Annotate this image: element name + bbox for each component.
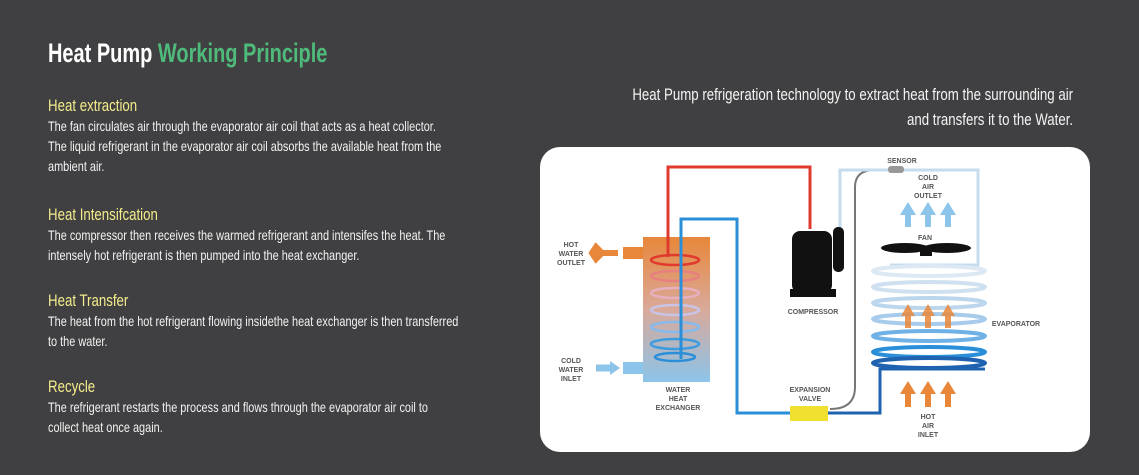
section-text-line: The refrigerant restarts the process and… [48,399,428,415]
compressor-icon [790,227,844,297]
section-text-line: The compressor then receives the warmed … [48,227,446,243]
cold-air-outlet-label: OUTLET [914,193,943,200]
sensor-label: SENSOR [887,158,917,165]
intro-line: Heat Pump refrigeration technology to ex… [632,85,1073,104]
hot-refrigerant-pipe [666,165,812,257]
heat-pump-diagram: HOT WATER OUTLET COLD WATER INLET WATER … [557,158,1040,439]
cold-water-inlet-label: WATER [559,367,584,374]
page-title: Heat Pump Working Principle [48,38,327,69]
cold-refrigerant-pipe [679,217,790,415]
cold-water-inlet-label: COLD [561,358,581,365]
fan-icon [881,243,971,256]
tank-coils [649,253,701,363]
cold-air-arrows-icon [900,202,956,227]
hot-air-inlet-label: HOT [921,414,937,421]
section-text-line: intensely hot refrigerant is then pumped… [48,247,360,263]
hot-air-inlet-label: AIR [922,423,934,430]
water-heat-exchanger-label: EXCHANGER [656,405,701,412]
sensor-icon [888,166,904,173]
water-heat-exchanger-label: WATER [666,387,691,394]
section-text-line: The liquid refrigerant in the evaporator… [48,138,442,154]
expansion-valve-label: EXPANSION [790,387,831,394]
cold-water-inlet-pipe [623,362,643,374]
section-heading: Recycle [48,377,96,396]
hot-water-outlet-label: WATER [559,251,584,258]
title-part1: Heat Pump [48,38,153,68]
title-part2: Working Principle [157,38,328,68]
section-text-line: The fan circulates air through the evapo… [48,118,436,134]
evaporator-label: EVAPORATOR [992,321,1040,328]
hot-air-inlet-label: INLET [918,432,939,439]
section-heading: Heat Transfer [48,291,129,310]
intro-line: and transfers it to the Water. [906,110,1073,129]
section-heat-intensification: Heat Intensifcation The compressor then … [48,205,557,265]
section-heading: Heat Intensifcation [48,205,158,224]
cold-water-inlet-label: INLET [561,376,582,383]
section-heading: Heat extraction [48,96,138,115]
intro-text: Heat Pump refrigeration technology to ex… [508,82,1073,132]
expansion-valve-icon [790,406,828,421]
compressor-label: COMPRESSOR [788,309,839,316]
cold-air-outlet-label: AIR [922,184,934,191]
cold-air-outlet-label: COLD [918,175,938,182]
hot-water-arrow-icon [588,242,618,264]
warm-air-arrows-icon [901,304,955,328]
section-text-line: to the water. [48,333,108,349]
section-heat-extraction: Heat extraction The fan circulates air t… [48,96,552,176]
section-text-line: The heat from the hot refrigerant flowin… [48,313,459,329]
section-heat-transfer: Heat Transfer The heat from the hot refr… [48,291,574,351]
diagram-panel: HOT WATER OUTLET COLD WATER INLET WATER … [540,147,1090,452]
hot-air-arrows-icon [900,381,956,407]
section-text-line: ambient air. [48,158,105,174]
hot-water-outlet-label: HOT [564,242,580,249]
hot-water-outlet-pipe [623,247,643,259]
arrowhead-icon [610,361,620,375]
fan-label: FAN [918,235,932,242]
section-text-line: collect heat once again. [48,419,163,435]
hot-water-outlet-label: OUTLET [557,260,586,267]
water-heat-exchanger-label: HEAT [669,396,688,403]
section-recycle: Recycle The refrigerant restarts the pro… [48,377,535,437]
expansion-valve-label: VALVE [799,396,822,403]
